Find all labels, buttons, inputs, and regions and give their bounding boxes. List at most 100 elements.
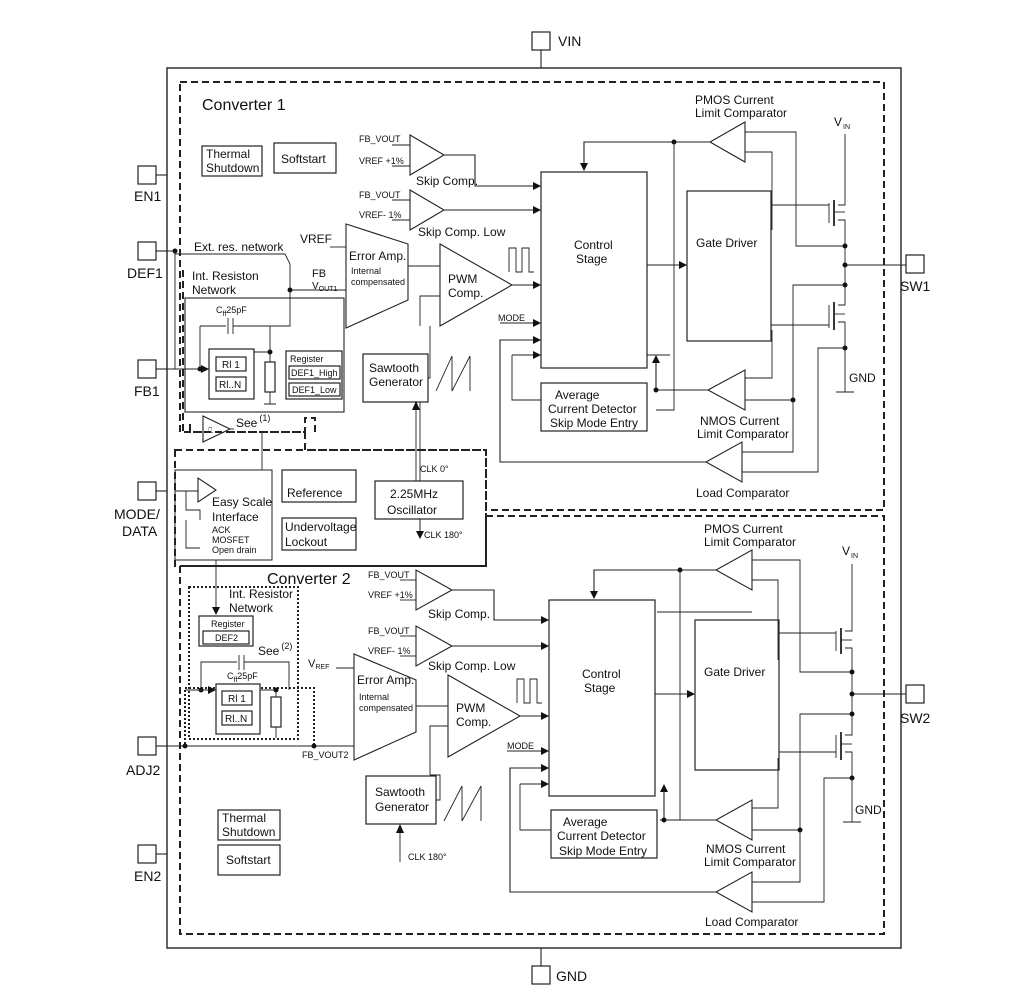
mode-label-1: MODE bbox=[498, 313, 525, 323]
svg-text:Sawtooth: Sawtooth bbox=[375, 785, 425, 799]
svg-text:DEF2: DEF2 bbox=[215, 633, 238, 643]
int-res-label-2: Network bbox=[192, 283, 237, 297]
svg-text:Oscillator: Oscillator bbox=[387, 503, 437, 517]
svg-text:PWM: PWM bbox=[456, 701, 485, 715]
int-res-box-2 bbox=[188, 586, 299, 740]
pin-def1: DEF1 bbox=[127, 241, 167, 281]
int-res2-label-1: Int. Resistor bbox=[229, 587, 293, 601]
resistor-2 bbox=[270, 696, 282, 728]
svg-text:⎍: ⎍ bbox=[207, 425, 214, 435]
pin-def1-label: DEF1 bbox=[127, 265, 163, 281]
svg-text:Skip Comp. Low: Skip Comp. Low bbox=[428, 659, 516, 673]
svg-text:FB_VOUT: FB_VOUT bbox=[368, 626, 410, 636]
vout1-label: VOUT1 bbox=[312, 281, 337, 293]
fb-vout2-label: FB_VOUT2 bbox=[302, 750, 349, 760]
avg-current-detector-2: Average Current Detector Skip Mode Entry bbox=[550, 809, 658, 859]
clk180-label-2: CLK 180° bbox=[408, 852, 447, 862]
load-label-2: Load Comparator bbox=[705, 915, 798, 929]
nmos-label-2b: Limit Comparator bbox=[704, 855, 796, 869]
softstart-2: Softstart bbox=[217, 844, 281, 876]
pin-vin: VIN bbox=[531, 31, 581, 68]
nmos-label-2a: NMOS Current bbox=[706, 842, 786, 856]
svg-text:Generator: Generator bbox=[369, 375, 423, 389]
schmitt-trigger-1: ⎍ bbox=[202, 415, 234, 443]
svg-text:Current Detector: Current Detector bbox=[548, 402, 637, 416]
pin-sw1-label: SW1 bbox=[900, 278, 931, 294]
fb-label-1: FB bbox=[312, 268, 326, 280]
svg-text:Sawtooth: Sawtooth bbox=[369, 361, 419, 375]
pin-mode-label-2: DATA bbox=[122, 523, 158, 539]
int-res2-label-2: Network bbox=[229, 601, 274, 615]
pmos-comp-2 bbox=[714, 549, 753, 591]
svg-text:VREF- 1%: VREF- 1% bbox=[368, 646, 411, 656]
load-comp-1 bbox=[704, 441, 743, 483]
pin-sw2-label: SW2 bbox=[900, 710, 931, 726]
register-box-1: Register DEF1_High DEF1_Low bbox=[285, 350, 343, 400]
control-stage-2: Control Stage bbox=[548, 599, 656, 797]
reference-block: Reference bbox=[281, 469, 357, 503]
converter2-title: Converter 2 bbox=[267, 571, 351, 588]
gate-driver-1: Gate Driver bbox=[686, 190, 772, 342]
svg-text:Skip Comp.: Skip Comp. bbox=[428, 607, 490, 621]
nmos-comp-2 bbox=[714, 799, 753, 841]
avg-current-detector-1: Average Current Detector Skip Mode Entry bbox=[540, 382, 648, 432]
svg-text:FB_VOUT: FB_VOUT bbox=[368, 570, 410, 580]
svg-text:Shutdown: Shutdown bbox=[206, 161, 259, 175]
resistor-1 bbox=[264, 361, 276, 393]
register-box-2: Register DEF2 bbox=[198, 615, 254, 647]
svg-text:DEF1_High: DEF1_High bbox=[291, 368, 338, 378]
vref2-label: VREF bbox=[308, 658, 329, 671]
rl-box-2: Rl 1 Rl..N bbox=[215, 683, 261, 735]
pmos-label-1a: PMOS Current bbox=[695, 93, 774, 107]
svg-text:PWM: PWM bbox=[448, 272, 477, 286]
svg-text:Register: Register bbox=[290, 354, 324, 364]
pmos-fet-2: V IN bbox=[779, 544, 858, 694]
svg-text:Rl..N: Rl..N bbox=[219, 380, 241, 391]
int-res-box-1 bbox=[184, 297, 345, 413]
pmos-label-2a: PMOS Current bbox=[704, 522, 783, 536]
pin-adj2-label: ADJ2 bbox=[126, 762, 160, 778]
svg-text:Current Detector: Current Detector bbox=[557, 829, 646, 843]
pmos-comp-1 bbox=[708, 121, 746, 163]
svg-text:Stage: Stage bbox=[576, 252, 608, 266]
gnd-label-1: GND bbox=[849, 371, 876, 385]
mode-label-2: MODE bbox=[507, 741, 534, 751]
pwm-waveform-2 bbox=[516, 678, 542, 704]
thermal-shutdown-2: Thermal Shutdown bbox=[217, 809, 281, 841]
pin-fb1: FB1 bbox=[134, 359, 167, 399]
svg-text:Skip Comp. Low: Skip Comp. Low bbox=[418, 225, 506, 239]
pin-en2: EN2 bbox=[134, 844, 167, 884]
pin-adj2: ADJ2 bbox=[126, 736, 167, 778]
svg-text:Error Amp.: Error Amp. bbox=[349, 249, 406, 263]
nmos-label-1b: Limit Comparator bbox=[697, 427, 789, 441]
pin-sw1: SW1 bbox=[845, 254, 931, 294]
svg-text:Rl..N: Rl..N bbox=[225, 714, 247, 725]
int-res-label-1: Int. Resiston bbox=[192, 269, 259, 283]
converter1-title: Converter 1 bbox=[202, 97, 286, 114]
clk180-shared-label: CLK 180° bbox=[424, 530, 463, 540]
svg-text:compensated: compensated bbox=[351, 277, 405, 287]
svg-text:Skip Mode Entry: Skip Mode Entry bbox=[559, 844, 647, 858]
converter2-region bbox=[179, 515, 885, 935]
svg-text:Gate Driver: Gate Driver bbox=[696, 236, 757, 250]
svg-text:compensated: compensated bbox=[359, 703, 413, 713]
svg-text:Gate Driver: Gate Driver bbox=[704, 665, 765, 679]
pwm-comp-2: PWM Comp. bbox=[447, 674, 522, 758]
pmos-fet-1: V IN bbox=[771, 115, 850, 265]
nmos-comp-1 bbox=[706, 369, 746, 411]
svg-text:FB_VOUT: FB_VOUT bbox=[359, 134, 401, 144]
chip-outline bbox=[166, 67, 902, 949]
pin-gnd: GND bbox=[531, 948, 587, 985]
pin-en1: EN1 bbox=[134, 165, 167, 204]
svg-text:Average: Average bbox=[563, 815, 608, 829]
easy-scale-interface: Easy Scale Interface ACK MOSFET Open dra… bbox=[174, 469, 273, 561]
control-stage-1: Control Stage bbox=[540, 171, 648, 369]
pin-sw2: SW2 bbox=[852, 684, 931, 726]
pin-mode-data: MODE/ DATA bbox=[114, 481, 167, 539]
svg-text:IN: IN bbox=[843, 124, 850, 131]
error-amp-2: Error Amp. Internal compensated bbox=[353, 653, 417, 761]
pmos-label-1b: Limit Comparator bbox=[695, 106, 787, 120]
pwm-comp-1: PWM Comp. bbox=[439, 243, 514, 327]
svg-text:Control: Control bbox=[574, 238, 613, 252]
pin-gnd-label: GND bbox=[556, 968, 587, 984]
